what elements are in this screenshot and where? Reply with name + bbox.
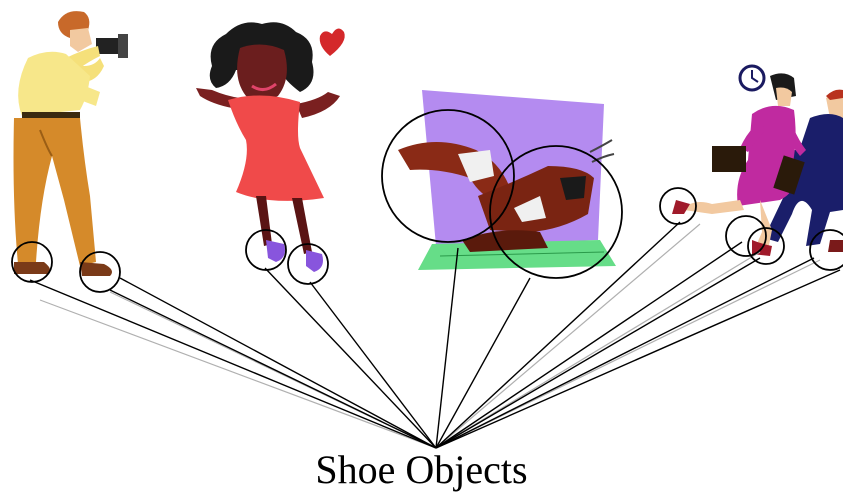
connector-line: [310, 282, 436, 448]
connector-line: [436, 270, 840, 448]
diagram-caption: Shoe Objects: [0, 446, 843, 494]
connector-line: [436, 258, 760, 448]
connector-line: [120, 278, 436, 448]
connector-line: [110, 290, 436, 448]
connector-line: [265, 268, 436, 448]
connector-line: [436, 242, 742, 448]
shoe-circle: [726, 216, 766, 256]
connector-line: [436, 258, 814, 448]
running-businesspeople-icon: [672, 66, 843, 256]
connector-line: [436, 278, 530, 448]
dancing-girl-icon: [196, 22, 345, 272]
photographer-icon: [14, 11, 129, 276]
connector-line: [30, 280, 436, 448]
connector-line: [436, 248, 458, 448]
kicking-feet-icon: [398, 90, 616, 270]
